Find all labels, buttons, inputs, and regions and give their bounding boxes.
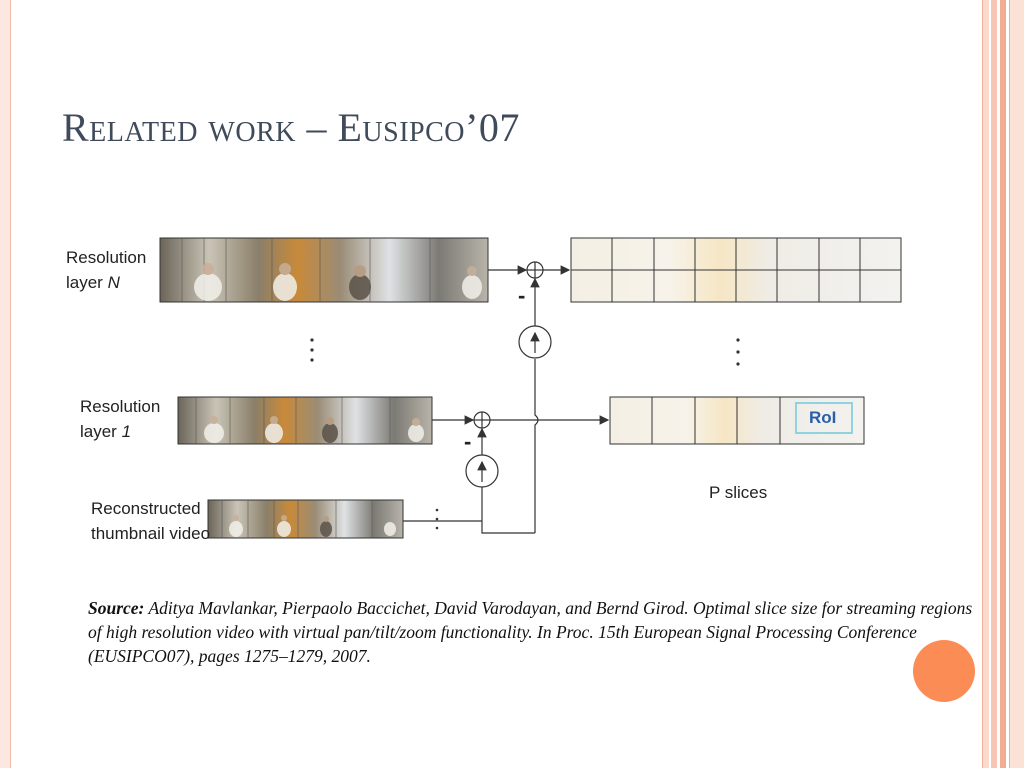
output-slices-layer-1: RoI [609,396,865,445]
thumbnail-label-line1: Reconstructed [91,499,201,518]
minus-sign-n: - [518,283,525,308]
minus-sign-1: - [464,429,471,454]
right-decorative-stripe [1009,0,1024,768]
layer-1-label-line2: layer 1 [80,422,131,441]
layer-n-label-line2: layer N [66,273,121,292]
thumbnail-frame-dividers [221,500,373,538]
roi-label: RoI [809,408,836,427]
connector-layer1-output-to-upsampler-n [534,359,539,533]
adder-layer-n [526,261,544,279]
ellipsis-dots-right [736,338,740,366]
layer-1-label-line1: Resolution [80,397,160,416]
thumbnail-label-line2: thumbnail video [91,524,210,543]
decorative-orange-circle [913,640,975,702]
layer-n-label-line1: Resolution [66,248,146,267]
ellipsis-dots-left [310,338,314,362]
p-slices-label: P slices [709,483,767,502]
layer-1-frame-dividers [195,397,391,444]
layer-1-people [204,416,424,443]
source-label: Source: [88,598,145,618]
ellipsis-dots-thumbnail [435,508,439,530]
right-decorative-stripe [991,0,997,768]
roi-box [795,402,853,434]
connector-thumbnail-to-upsamplers [403,487,535,534]
adder-layer-1 [473,411,491,429]
left-decorative-border [0,0,11,768]
layer-n-people [194,263,482,301]
slide-title: Related work – Eusipco’07 [62,105,520,150]
right-decorative-stripe [1000,0,1006,768]
architecture-diagram: Resolution layer N Resolution layer 1 Re… [60,225,920,555]
output-slices-layer-n [570,237,902,303]
thumbnail-people [229,515,396,537]
right-decorative-stripe [982,0,989,768]
source-text: Aditya Mavlankar, Pierpaolo Baccichet, D… [88,598,973,666]
source-citation: Source: Aditya Mavlankar, Pierpaolo Bacc… [88,596,978,668]
